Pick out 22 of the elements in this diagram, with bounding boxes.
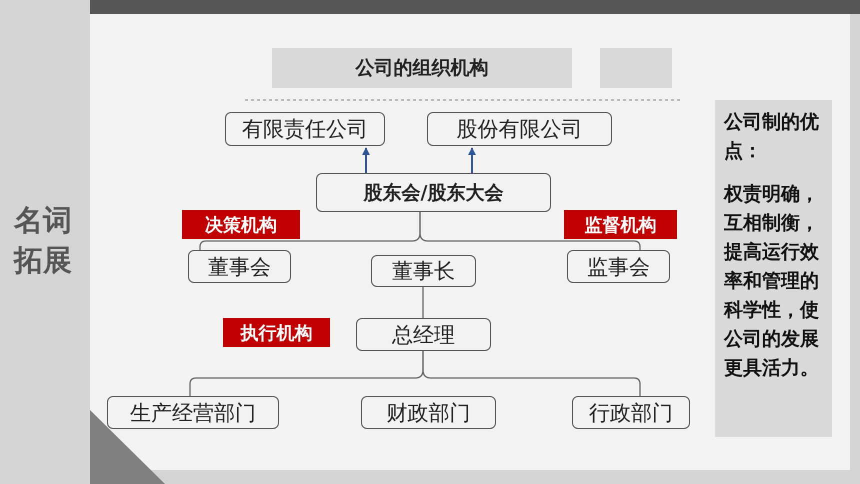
panel-heading: 公司制的优点：: [724, 110, 820, 164]
arrow: [362, 147, 370, 173]
connector-line: [422, 350, 641, 396]
arrow: [468, 147, 476, 173]
connector-line: [422, 287, 424, 318]
org-box: 股份有限公司: [427, 112, 612, 146]
org-box: 财政部门: [361, 396, 496, 429]
side-heading: 名词拓展: [14, 202, 73, 279]
org-box: 监事会: [567, 250, 670, 283]
org-box: 总经理: [356, 318, 491, 351]
category-tag: 执行机构: [223, 318, 330, 347]
org-box: 有限责任公司: [225, 112, 385, 146]
category-tag: 监督机构: [564, 210, 677, 239]
org-box: 行政部门: [572, 396, 690, 429]
org-box: 生产经营部门: [107, 396, 279, 429]
category-tag: 决策机构: [182, 210, 300, 239]
org-box: 董事长: [371, 255, 476, 287]
note-panel: [715, 100, 832, 437]
org-box: 董事会: [188, 250, 291, 283]
title-band: 公司的组织机构: [272, 48, 572, 88]
org-box: 股东会/股东大会: [316, 173, 551, 212]
panel-text: 权责明确，互相制衡，提高运行效率和管理的科学性，使公司的发展更具活力。: [724, 182, 820, 381]
